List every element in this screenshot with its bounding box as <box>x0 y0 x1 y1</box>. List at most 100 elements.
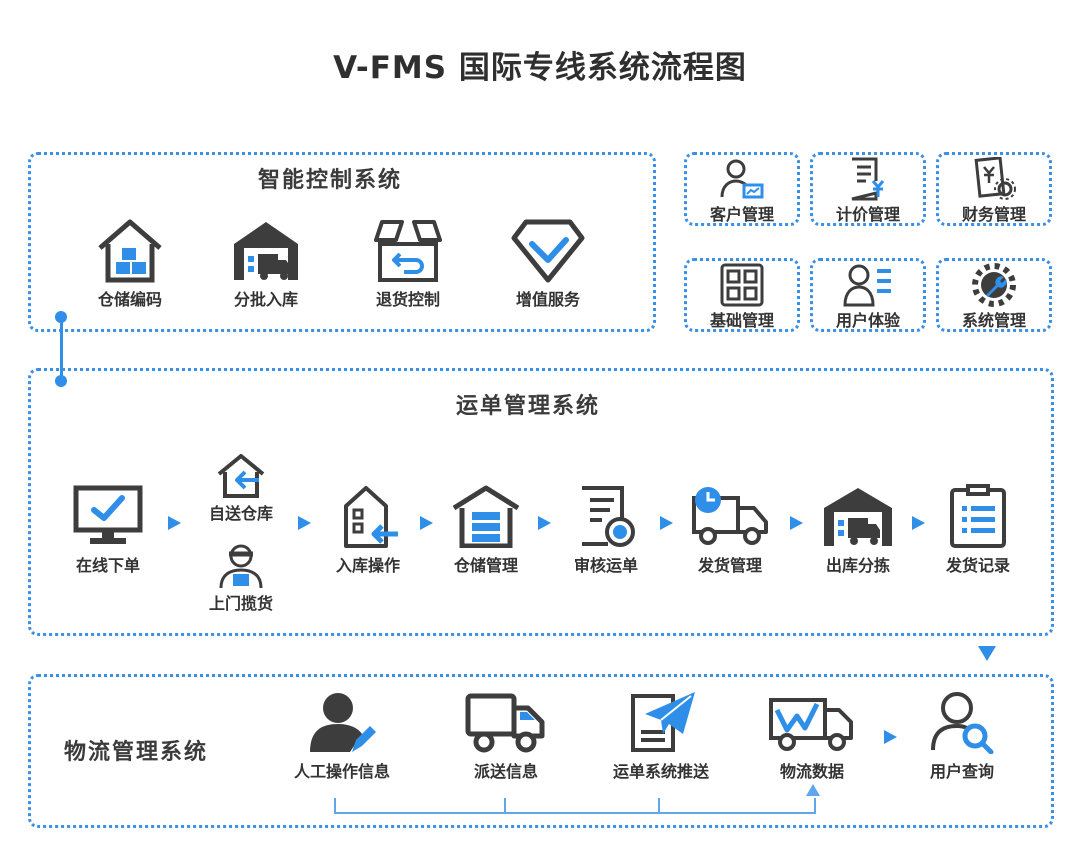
inbound-building-icon <box>344 486 398 548</box>
step-storage-management: 仓储管理 <box>436 484 536 576</box>
step-label: 发货管理 <box>697 556 762 575</box>
flow-arrow <box>168 516 181 530</box>
truck-garage-icon <box>234 222 298 280</box>
paper-plane-icon <box>631 692 695 752</box>
step-label: 人工操作信息 <box>293 762 390 781</box>
grid-icon <box>720 263 764 307</box>
step-inbound-operation: 入库操作 <box>318 484 418 576</box>
step-shipping-records: 发货记录 <box>928 484 1028 576</box>
finance-gear-icon <box>974 157 1016 200</box>
diamond-check-icon <box>511 219 585 283</box>
module-system-management <box>936 258 1052 332</box>
audit-doc-icon <box>582 486 635 547</box>
module-label: 计价管理 <box>835 205 900 224</box>
storage-house-icon <box>452 485 520 548</box>
module-pricing-management <box>810 152 926 226</box>
flow-arrow <box>660 516 673 530</box>
step-shipping-management: 发货管理 <box>680 484 780 576</box>
flow-arrow <box>298 516 311 530</box>
module-label: 用户体验 <box>835 311 900 330</box>
step-label: 审核运单 <box>573 556 638 575</box>
page-title: V-FMS 国际专线系统流程图 <box>333 50 747 86</box>
flow-arrow <box>912 516 925 530</box>
step-waybill-push: 运单系统推送 <box>596 690 726 782</box>
step-label: 运单系统推送 <box>612 762 709 781</box>
module-label: 基础管理 <box>709 311 774 330</box>
module-node: 用户体验 <box>810 263 926 331</box>
user-search-icon <box>931 692 994 754</box>
clipboard-list-icon <box>950 484 1006 548</box>
flow-arrow-down <box>978 646 996 661</box>
warehouse-boxes-icon <box>98 219 162 283</box>
flow-arrow <box>538 516 551 530</box>
step-label: 在线下单 <box>75 556 140 575</box>
customer-chart-icon <box>720 159 764 199</box>
module-finance-management <box>936 152 1052 226</box>
user-edit-icon <box>310 693 376 752</box>
step-label: 用户查询 <box>929 762 994 781</box>
user-list-icon <box>843 264 891 307</box>
step-label: 入库操作 <box>335 556 400 575</box>
truck-chart-icon <box>769 698 853 751</box>
wrench-gear-icon <box>972 263 1016 307</box>
step-label: 物流数据 <box>779 762 844 781</box>
module-node: 系统管理 <box>936 263 1052 331</box>
step-label: 发货记录 <box>945 556 1010 575</box>
smart-item-label: 仓储编码 <box>97 290 162 309</box>
merge-bracket <box>334 798 816 814</box>
flow-arrow <box>884 730 897 744</box>
smart-item-label: 增值服务 <box>515 290 580 309</box>
home-arrow-icon <box>217 454 265 498</box>
step-door-pickup: 上门揽货 <box>196 542 286 614</box>
module-node: 计价管理 <box>810 157 926 225</box>
outbound-truck-icon <box>824 488 892 546</box>
merge-arrow-up <box>806 784 820 796</box>
module-label: 财务管理 <box>961 205 1026 224</box>
smart-control-box <box>28 152 656 332</box>
step-label: 仓储管理 <box>453 556 518 575</box>
smart-item-value-added: 增值服务 <box>498 214 598 310</box>
connector-dot-bottom <box>55 375 67 387</box>
step-online-order: 在线下单 <box>58 484 158 576</box>
step-logistics-data: 物流数据 <box>760 690 864 782</box>
module-label: 系统管理 <box>961 311 1026 330</box>
module-base-management <box>684 258 800 332</box>
smart-item-label: 退货控制 <box>375 290 440 309</box>
step-label: 派送信息 <box>473 762 538 781</box>
module-customer-management <box>684 152 800 226</box>
step-manual-operation: 人工操作信息 <box>282 690 402 782</box>
logistics-system-box <box>28 674 1054 828</box>
courier-icon <box>219 544 263 589</box>
step-delivery-info: 派送信息 <box>456 690 556 782</box>
flow-arrow <box>790 516 803 530</box>
connector-line <box>60 317 63 379</box>
merge-bracket-mid-1 <box>504 798 506 812</box>
step-label: 上门揽货 <box>208 594 273 613</box>
logistics-system-heading: 物流管理系统 <box>64 740 209 765</box>
smart-item-label: 分批入库 <box>233 290 298 309</box>
delivery-truck-icon <box>465 693 545 753</box>
module-node: 财务管理 <box>936 157 1052 225</box>
module-node: 客户管理 <box>684 157 800 225</box>
smart-item-storage-coding: 仓储编码 <box>80 214 180 310</box>
step-label: 自送仓库 <box>208 504 273 523</box>
step-outbound-sorting: 出库分拣 <box>808 484 908 576</box>
smart-item-return-control: 退货控制 <box>358 214 458 310</box>
monitor-check-icon <box>73 485 143 544</box>
return-box-icon <box>374 220 442 282</box>
waybill-system-box <box>28 368 1054 636</box>
module-label: 客户管理 <box>709 205 774 224</box>
flow-arrow <box>420 516 433 530</box>
merge-bracket-mid-2 <box>658 798 660 812</box>
step-audit-waybill: 审核运单 <box>556 484 656 576</box>
step-self-delivery: 自送仓库 <box>196 452 286 524</box>
truck-clock-icon <box>692 487 768 545</box>
smart-item-batch-inbound: 分批入库 <box>216 214 316 310</box>
step-label: 出库分拣 <box>825 556 890 575</box>
module-user-experience <box>810 258 926 332</box>
step-user-query: 用户查询 <box>914 690 1010 782</box>
module-node: 基础管理 <box>684 263 800 331</box>
smart-control-heading: 智能控制系统 <box>258 168 403 193</box>
pricing-doc-icon <box>851 157 885 201</box>
